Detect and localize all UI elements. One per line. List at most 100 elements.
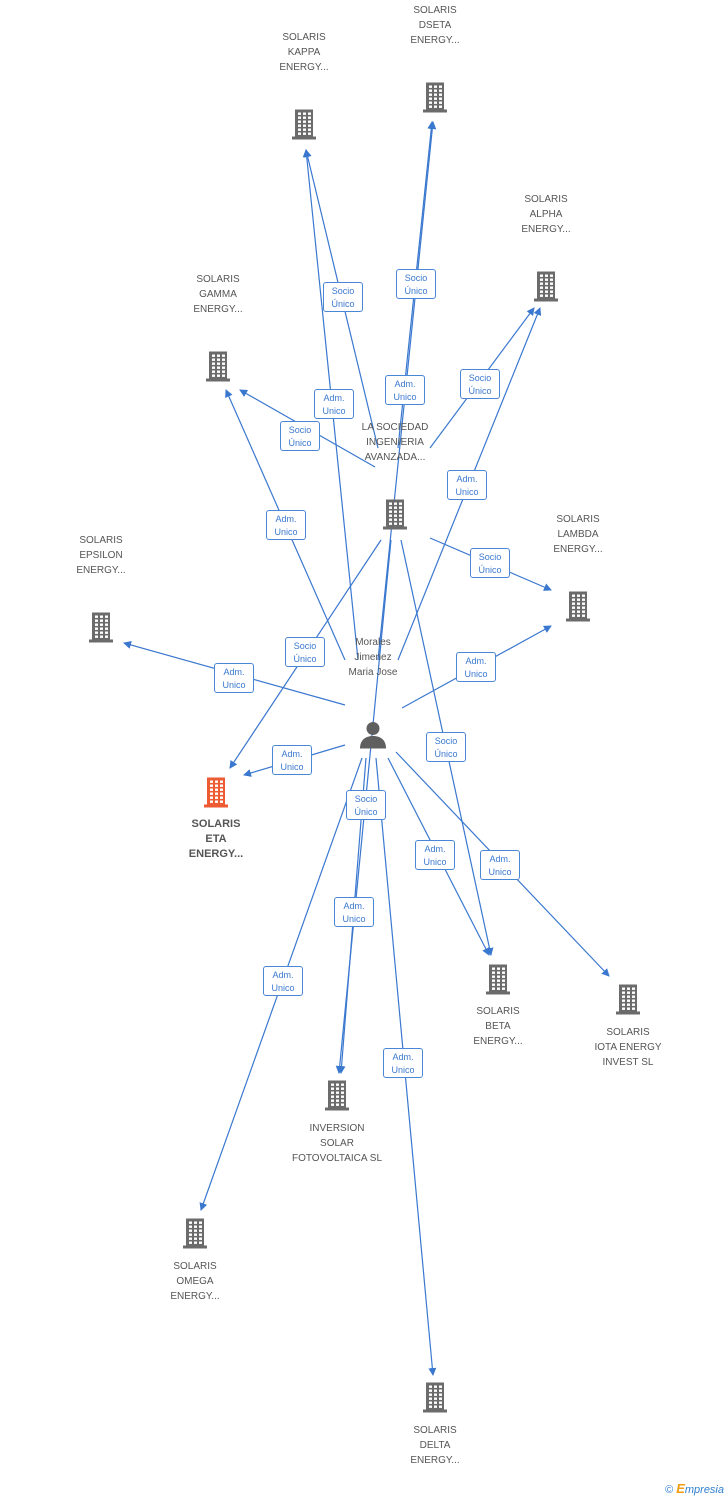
edge-label-line: Adm.	[343, 901, 365, 911]
node-label-line: SOLARIS	[606, 1027, 650, 1038]
edge-label-morales-to-omega[interactable]: Adm.Unico	[263, 966, 303, 996]
highlighted-building-icon[interactable]	[203, 777, 229, 814]
edge-label-line: Unico	[342, 914, 366, 924]
building-icon[interactable]	[485, 964, 511, 1001]
building-icon[interactable]	[422, 82, 448, 119]
edge-label-line: Único	[331, 299, 355, 309]
edge-label-line: Único	[404, 286, 428, 296]
edge-label-morales-to-beta[interactable]: Adm.Unico	[415, 840, 455, 870]
brand-name: mpresia	[684, 1484, 724, 1496]
building-icon[interactable]	[615, 984, 641, 1021]
edge-label-morales-to-delta[interactable]: Adm. Unico	[383, 1048, 423, 1078]
edge-label-morales-to-epsilon[interactable]: Adm. Unico	[214, 663, 254, 693]
edge-label-line: Único	[478, 565, 502, 575]
building-icon[interactable]	[205, 351, 231, 388]
node-label-line: ENERGY...	[188, 848, 244, 860]
building-icon[interactable]	[324, 1080, 350, 1117]
edge-label-morales-to-lambda[interactable]: Adm.Unico	[456, 652, 496, 682]
node-label-line: LA SOCIEDAD	[361, 422, 429, 433]
node-label-line: KAPPA	[287, 47, 321, 58]
building-icon[interactable]	[182, 1218, 208, 1255]
node-label-line: EPSILON	[79, 550, 123, 561]
edge-label-line: Único	[288, 438, 312, 448]
edge-label-line: Unico	[222, 680, 246, 690]
node-label-line: GAMMA	[199, 289, 237, 300]
company-label-eta[interactable]: SOLARIS ETA ENERGY...	[156, 817, 276, 862]
node-label-line: SOLARIS	[282, 32, 326, 43]
edge-label-line: Socio	[331, 286, 355, 296]
edge-label-line: Socio	[354, 794, 378, 804]
edge-label-line: Unico	[393, 392, 417, 402]
node-label-line: LAMBDA	[557, 529, 599, 540]
node-label-line: Jimenez	[354, 652, 392, 663]
building-icon[interactable]	[533, 271, 559, 308]
person-icon[interactable]	[359, 721, 387, 754]
node-label-line: SOLARIS	[196, 274, 240, 285]
edge-label-line: Adm.	[223, 667, 245, 677]
edge-label-morales-to-inversion[interactable]: Adm. Unico	[334, 897, 374, 927]
building-icon[interactable]	[422, 1382, 448, 1419]
node-label-line: ETA	[205, 833, 227, 845]
edge-label-line: Socio	[478, 552, 502, 562]
edge-label-line: Unico	[488, 867, 512, 877]
node-label-line: INGENIERIA	[366, 437, 424, 448]
node-label-line: SOLARIS	[173, 1261, 217, 1272]
node-label-line: AVANZADA...	[364, 452, 426, 463]
node-label-line: SOLARIS	[413, 1425, 457, 1436]
building-icon[interactable]	[88, 612, 114, 649]
node-label-line: SOLAR	[320, 1138, 354, 1149]
edge-label-line: Adm.	[281, 749, 303, 759]
edge-label-line: Unico	[391, 1065, 415, 1075]
edge-label-line: Único	[293, 654, 317, 664]
edge-label-line: Adm.	[394, 379, 416, 389]
node-label-line: FOTOVOLTAICA SL	[291, 1153, 383, 1164]
edge-label-line: Socio	[404, 273, 428, 283]
node-label-line: INVEST SL	[602, 1057, 654, 1068]
edge-label-line: Unico	[322, 406, 346, 416]
node-label-line: ENERGY...	[553, 544, 603, 555]
edge-label-morales-to-gamma[interactable]: Adm.Unico	[266, 510, 306, 540]
building-icon[interactable]	[565, 591, 591, 628]
edge-label-line: Socio	[468, 373, 492, 383]
company-label-sociedad[interactable]: LA SOCIEDAD INGENIERIA AVANZADA...	[335, 420, 455, 465]
building-icon[interactable]	[291, 109, 317, 146]
edge-label-line: Unico	[274, 527, 298, 537]
edge-label-line: Único	[468, 386, 492, 396]
brand-initial: E	[676, 1481, 685, 1496]
edge-label-morales-to-eta[interactable]: Adm.Unico	[272, 745, 312, 775]
node-label-line: ENERGY...	[170, 1291, 220, 1302]
edge-label-morales-to-kappa[interactable]: Adm.Unico	[314, 389, 354, 419]
edge-label-morales-to-alpha[interactable]: Adm.Unico	[447, 470, 487, 500]
edge-label-line: Adm.	[392, 1052, 414, 1062]
edge-label-line: Socio	[288, 425, 312, 435]
company-label-iota[interactable]: SOLARIS IOTA ENERGY INVEST SL	[568, 1025, 688, 1070]
node-label-line: IOTA ENERGY	[594, 1042, 662, 1053]
edge-label-morales-to-dseta[interactable]: Adm. Unico	[385, 375, 425, 405]
edge-label-line: Único	[354, 807, 378, 817]
node-label-line: SOLARIS	[191, 818, 241, 830]
edge-label-line: Unico	[423, 857, 447, 867]
building-icon[interactable]	[382, 499, 408, 536]
node-label-line: ENERGY...	[521, 224, 571, 235]
node-label-line: DELTA	[419, 1440, 451, 1451]
edge-label-morales-to-iota[interactable]: Adm.Unico	[480, 850, 520, 880]
